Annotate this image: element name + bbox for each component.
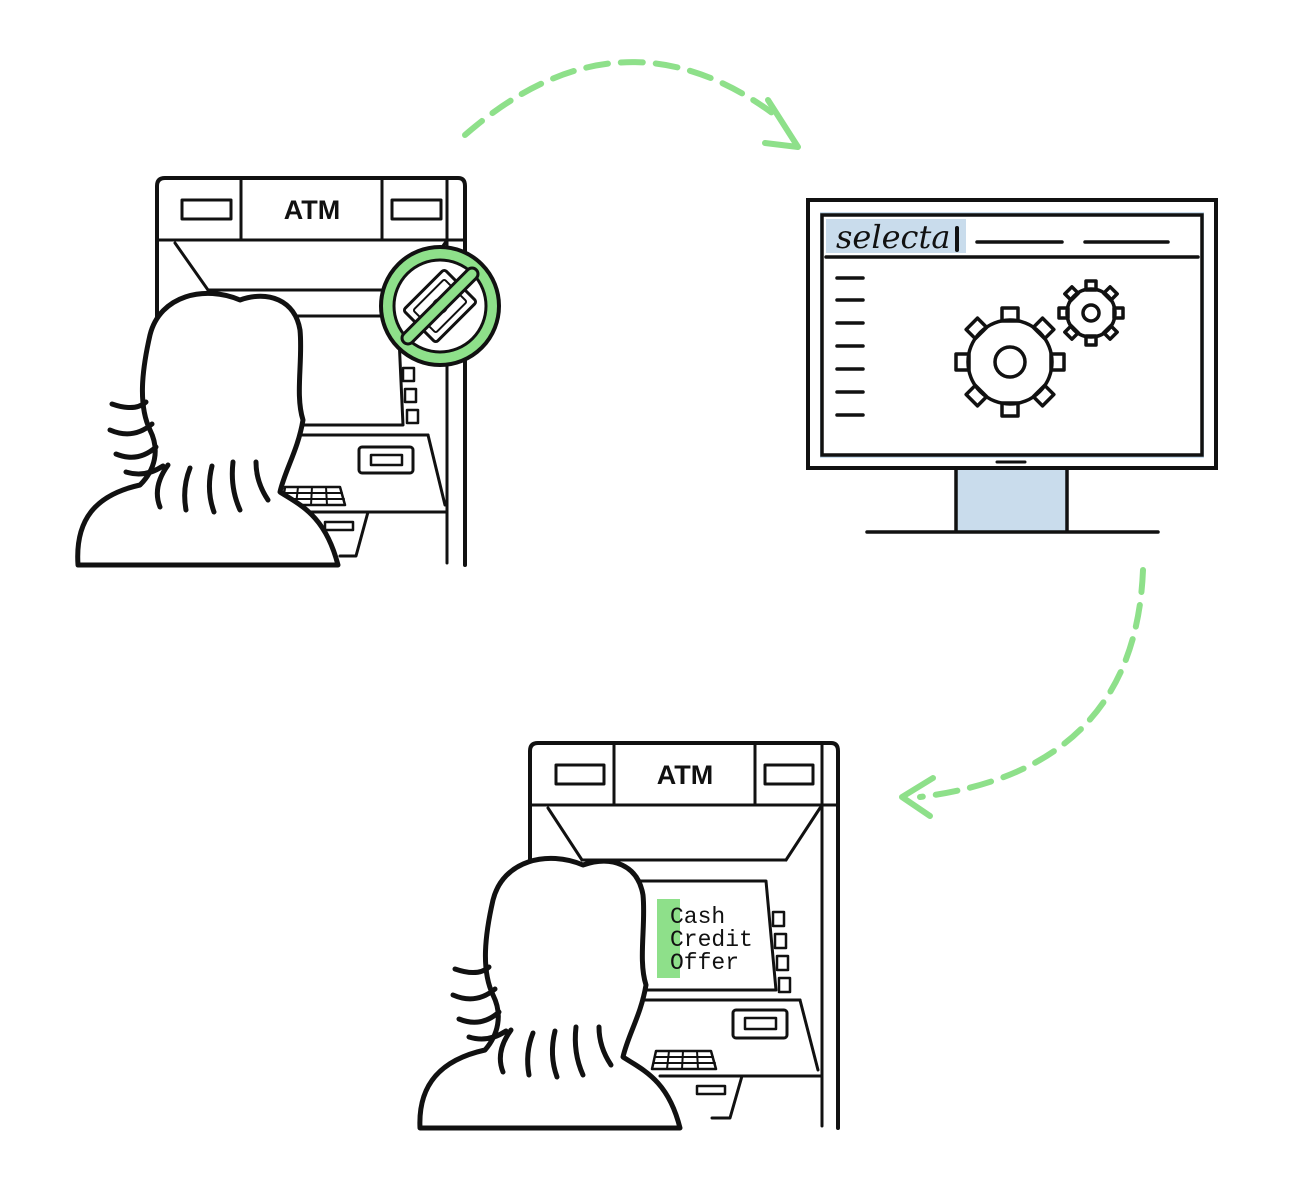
person-silhouette-top: [75, 291, 341, 568]
menu-highlight-bar: [657, 899, 680, 978]
menu-option-credit[interactable]: Credit: [670, 927, 753, 953]
monitor: selecta: [806, 198, 1218, 534]
person-silhouette-bottom: [417, 856, 683, 1131]
sidebar-menu-lines: [835, 276, 865, 417]
brand-logo: selecta: [836, 218, 950, 256]
menu-option-offer[interactable]: Offer: [670, 950, 739, 976]
flow-arrow-monitor-to-atm: [899, 567, 1146, 819]
atm-label: ATM: [657, 760, 713, 790]
gears-icon: [954, 279, 1125, 418]
atm-screen-menu: Cash Credit Offer: [670, 904, 753, 976]
menu-option-cash[interactable]: Cash: [670, 904, 725, 930]
no-cash-icon: [379, 245, 501, 367]
atm-machine-bottom: ATM: [527, 741, 840, 1130]
atm-label: ATM: [284, 195, 340, 225]
flow-arrow-atm-to-monitor: [462, 59, 801, 150]
